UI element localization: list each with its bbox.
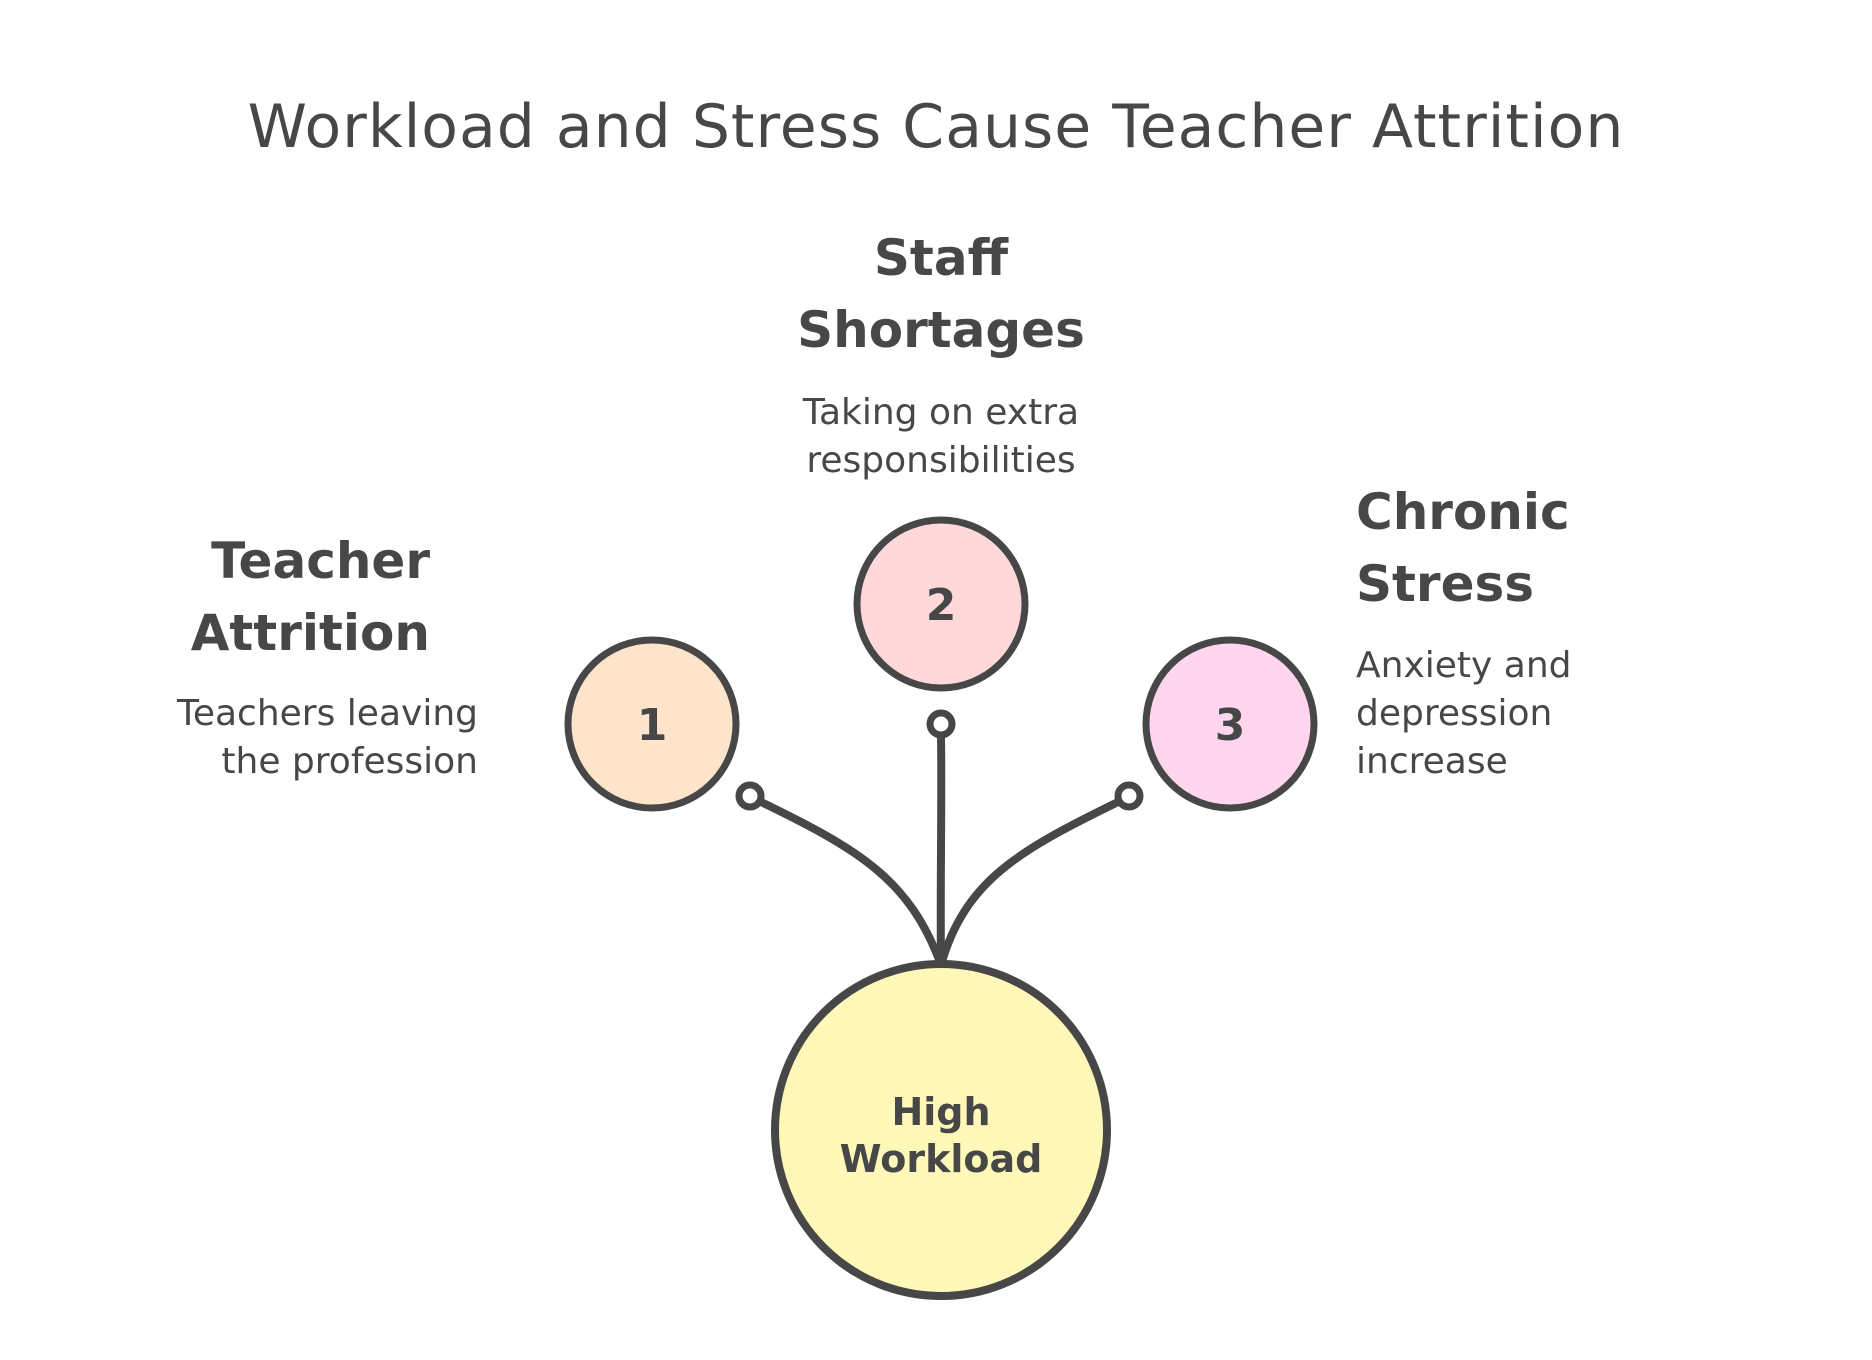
connector-3 <box>937 798 1122 969</box>
node-3-label-line2: Stress <box>1356 555 1535 613</box>
node-2-circle <box>853 516 1029 692</box>
connector-ends <box>735 709 1144 811</box>
node-1-desc-line2: the profession <box>221 741 478 782</box>
hub-label-line2: Workload <box>840 1137 1043 1181</box>
connector-2-end <box>926 709 956 739</box>
connector-1-end <box>735 781 765 811</box>
node-1-label-line2: Attrition <box>190 604 430 662</box>
connector-1 <box>757 798 945 969</box>
diagram-title: Workload and Stress Cause Teacher Attrit… <box>247 92 1625 162</box>
hub-circle <box>771 960 1111 1300</box>
node-3-label-line1: Chronic <box>1356 483 1570 541</box>
connector-2 <box>936 732 946 969</box>
connectors <box>757 732 1122 969</box>
hub-label-line1: High <box>891 1090 990 1134</box>
connector-3-end <box>1114 781 1144 811</box>
node-1-label: Teacher Attrition <box>100 525 430 669</box>
node-3-desc-line1: Anxiety and <box>1356 645 1572 686</box>
node-1-number: 1 <box>637 700 668 751</box>
node-2-label: Staff Shortages <box>741 222 1141 366</box>
node-2-description: Taking on extra responsibilities <box>741 389 1141 485</box>
node-2-desc-line1: Taking on extra <box>802 392 1080 433</box>
node-1-description: Teachers leaving the profession <box>100 690 478 786</box>
node-1-circle <box>564 636 740 812</box>
node-2: 2 <box>853 516 1029 692</box>
node-3-description: Anxiety and depression increase <box>1356 642 1756 786</box>
node-2-label-line2: Shortages <box>797 301 1085 359</box>
node-2-label-line1: Staff <box>873 229 1009 287</box>
node-3-number: 3 <box>1215 700 1246 751</box>
node-2-number: 2 <box>926 580 957 631</box>
node-1-desc-line1: Teachers leaving <box>176 693 478 734</box>
node-3-desc-line2: depression <box>1356 693 1553 734</box>
hub-node: High Workload <box>771 960 1111 1300</box>
node-3-label: Chronic Stress <box>1356 476 1756 620</box>
node-1: 1 <box>564 636 740 812</box>
node-3: 3 <box>1142 636 1318 812</box>
node-3-circle <box>1142 636 1318 812</box>
node-1-label-line1: Teacher <box>211 532 430 590</box>
node-2-desc-line2: responsibilities <box>806 440 1076 481</box>
node-3-desc-line3: increase <box>1356 741 1508 782</box>
